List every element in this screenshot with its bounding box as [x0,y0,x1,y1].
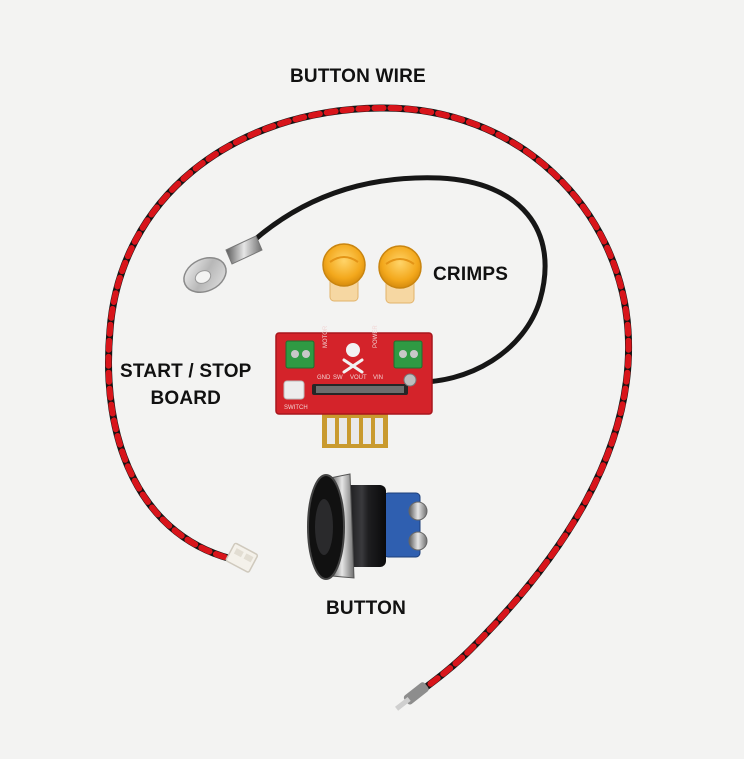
pin-terminal [395,682,429,711]
push-button [307,473,428,580]
crimp-right [378,245,422,304]
label-start-stop-line2: BOARD [150,388,222,409]
label-button-wire: BUTTON WIRE [290,66,426,87]
board-label-vin: VIN [373,375,383,381]
board-label-power: POWER [373,325,379,348]
crimp-left [322,243,366,302]
button-wire [105,104,633,701]
start-stop-board: MOTOR POWER GND SW VOUT VIN SWITCH [275,325,433,448]
board-label-gnd: GND [317,375,331,381]
board-label-vout: VOUT [350,375,367,381]
label-start-stop-board: START / STOP BOARD [120,358,252,412]
board-label-switch: SWITCH [284,405,308,411]
label-crimps: CRIMPS [433,264,509,285]
label-start-stop-line1: START / STOP [120,361,252,382]
label-button: BUTTON [326,598,407,619]
board-label-sw: SW [333,375,343,381]
ground-wire [249,175,548,385]
board-label-motor: MOTOR [323,325,329,348]
jst-connector [225,542,259,573]
ring-terminal [183,235,263,293]
